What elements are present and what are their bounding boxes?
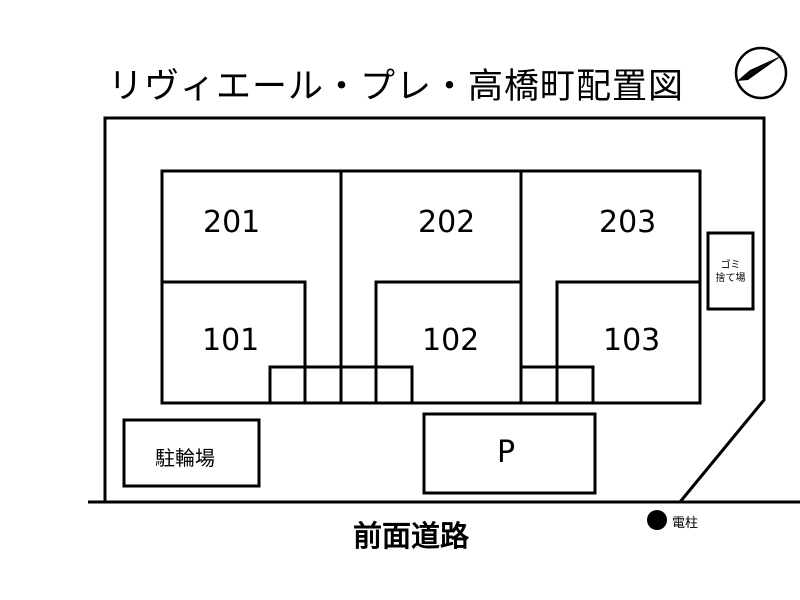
unit-101-label: 101 (202, 323, 260, 358)
unit-102-outline (374, 280, 521, 367)
unit-203-label: 203 (599, 205, 657, 240)
unit-103-label: 103 (603, 323, 661, 358)
unit-102-label: 102 (422, 323, 480, 358)
compass-circle (734, 46, 788, 100)
bicycle-parking-box (122, 418, 261, 488)
car-parking-box (422, 412, 597, 495)
garbage-area-box (706, 231, 755, 311)
utility-pole-label: 電柱 (672, 516, 699, 531)
garbage-area-label: ゴミ 捨て場 (708, 259, 753, 285)
garbage-label-line2: 捨て場 (715, 273, 746, 284)
page-title: リヴィエール・プレ・高橋町配置図 (108, 67, 685, 107)
road-label: 前面道路 (353, 519, 470, 553)
bicycle-parking-label: 駐輪場 (155, 446, 215, 470)
building-outline (160, 169, 702, 405)
parking-label: P (497, 435, 516, 470)
unit-202-label: 202 (418, 205, 476, 240)
unit-103-outline (555, 280, 700, 367)
unit-101-outline (162, 280, 307, 367)
unit-201-label: 201 (203, 205, 261, 240)
entrance-boxes-left (268, 365, 414, 405)
utility-pole-marker (647, 510, 667, 530)
property-boundary (103, 116, 766, 503)
garbage-label-line1: ゴミ (720, 260, 741, 271)
